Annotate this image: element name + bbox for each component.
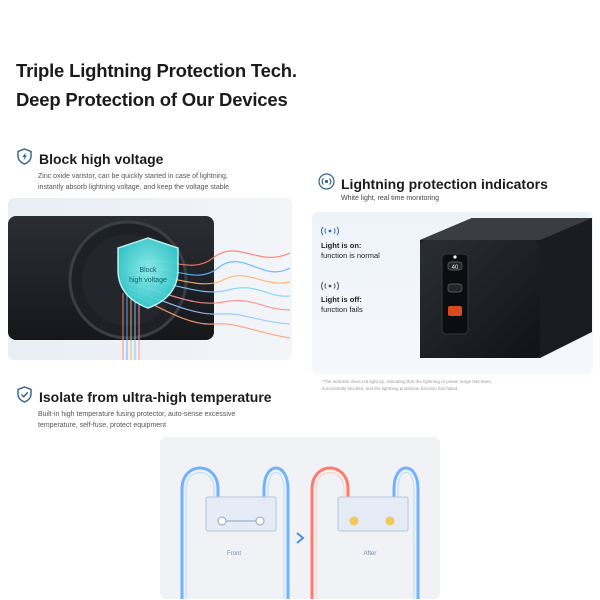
shield-check-icon xyxy=(16,386,33,408)
indicators-image: Light is on: function is normal Light is… xyxy=(312,212,593,374)
charger-cube: 40 xyxy=(420,218,592,358)
isolate-heading: Isolate from ultra-high temperature xyxy=(16,386,272,408)
shield-icon xyxy=(16,148,33,170)
light-on-status: Light is on: function is normal xyxy=(321,241,380,261)
front-label: Front xyxy=(227,551,241,557)
headline-line-1: Triple Lightning Protection Tech. xyxy=(16,60,297,81)
block-voltage-desc-1: Zinc oxide varistor, can be quickly star… xyxy=(38,173,228,180)
light-off-heading: Light is off: xyxy=(321,295,362,304)
shield-label-line-2: high voltage xyxy=(129,277,167,284)
block-voltage-desc-2: instantly absorb lightning voltage, and … xyxy=(38,184,230,191)
light-off-desc: function fails xyxy=(321,305,363,314)
light-on-heading: Light is on: xyxy=(321,241,362,250)
arrow-icon xyxy=(296,532,305,544)
shield-label-line-1: Block xyxy=(139,267,157,274)
isolate-desc-2: temperature, self-fuse, protect equipmen… xyxy=(38,422,167,429)
light-off-signal-icon xyxy=(320,279,340,297)
light-on-desc: function is normal xyxy=(321,251,380,260)
footnote-line-2: successfully blocked, and the lightning … xyxy=(322,385,459,391)
page-headline: Triple Lightning Protection Tech. Deep P… xyxy=(16,56,436,114)
isolate-title: Isolate from ultra-high temperature xyxy=(39,389,272,405)
block-voltage-description: Zinc oxide varistor, can be quickly star… xyxy=(38,171,298,193)
indicators-footnote: *The indicator does not light up, indica… xyxy=(322,379,572,392)
isolate-image: Front After xyxy=(160,437,440,599)
footnote-line-1: *The indicator does not light up, indica… xyxy=(322,379,491,384)
after-label: After xyxy=(364,551,377,557)
block-voltage-heading: Block high voltage xyxy=(16,148,164,170)
light-off-status: Light is off: function fails xyxy=(321,295,363,315)
block-voltage-image: Block high voltage xyxy=(8,198,292,360)
indicators-heading: Lightning protection indicators xyxy=(318,173,548,195)
block-voltage-title: Block high voltage xyxy=(39,151,164,167)
indicators-subtitle: White light, real time monitoring xyxy=(341,195,440,202)
isolate-desc-1: Built-in high temperature fusing protect… xyxy=(38,411,236,418)
headline-line-2: Deep Protection of Our Devices xyxy=(16,89,288,110)
light-on-signal-icon xyxy=(320,224,340,242)
port-badge: 40 xyxy=(452,265,459,271)
indicators-title: Lightning protection indicators xyxy=(341,176,548,192)
signal-icon xyxy=(318,173,335,195)
isolate-description: Built-in high temperature fusing protect… xyxy=(38,409,288,431)
